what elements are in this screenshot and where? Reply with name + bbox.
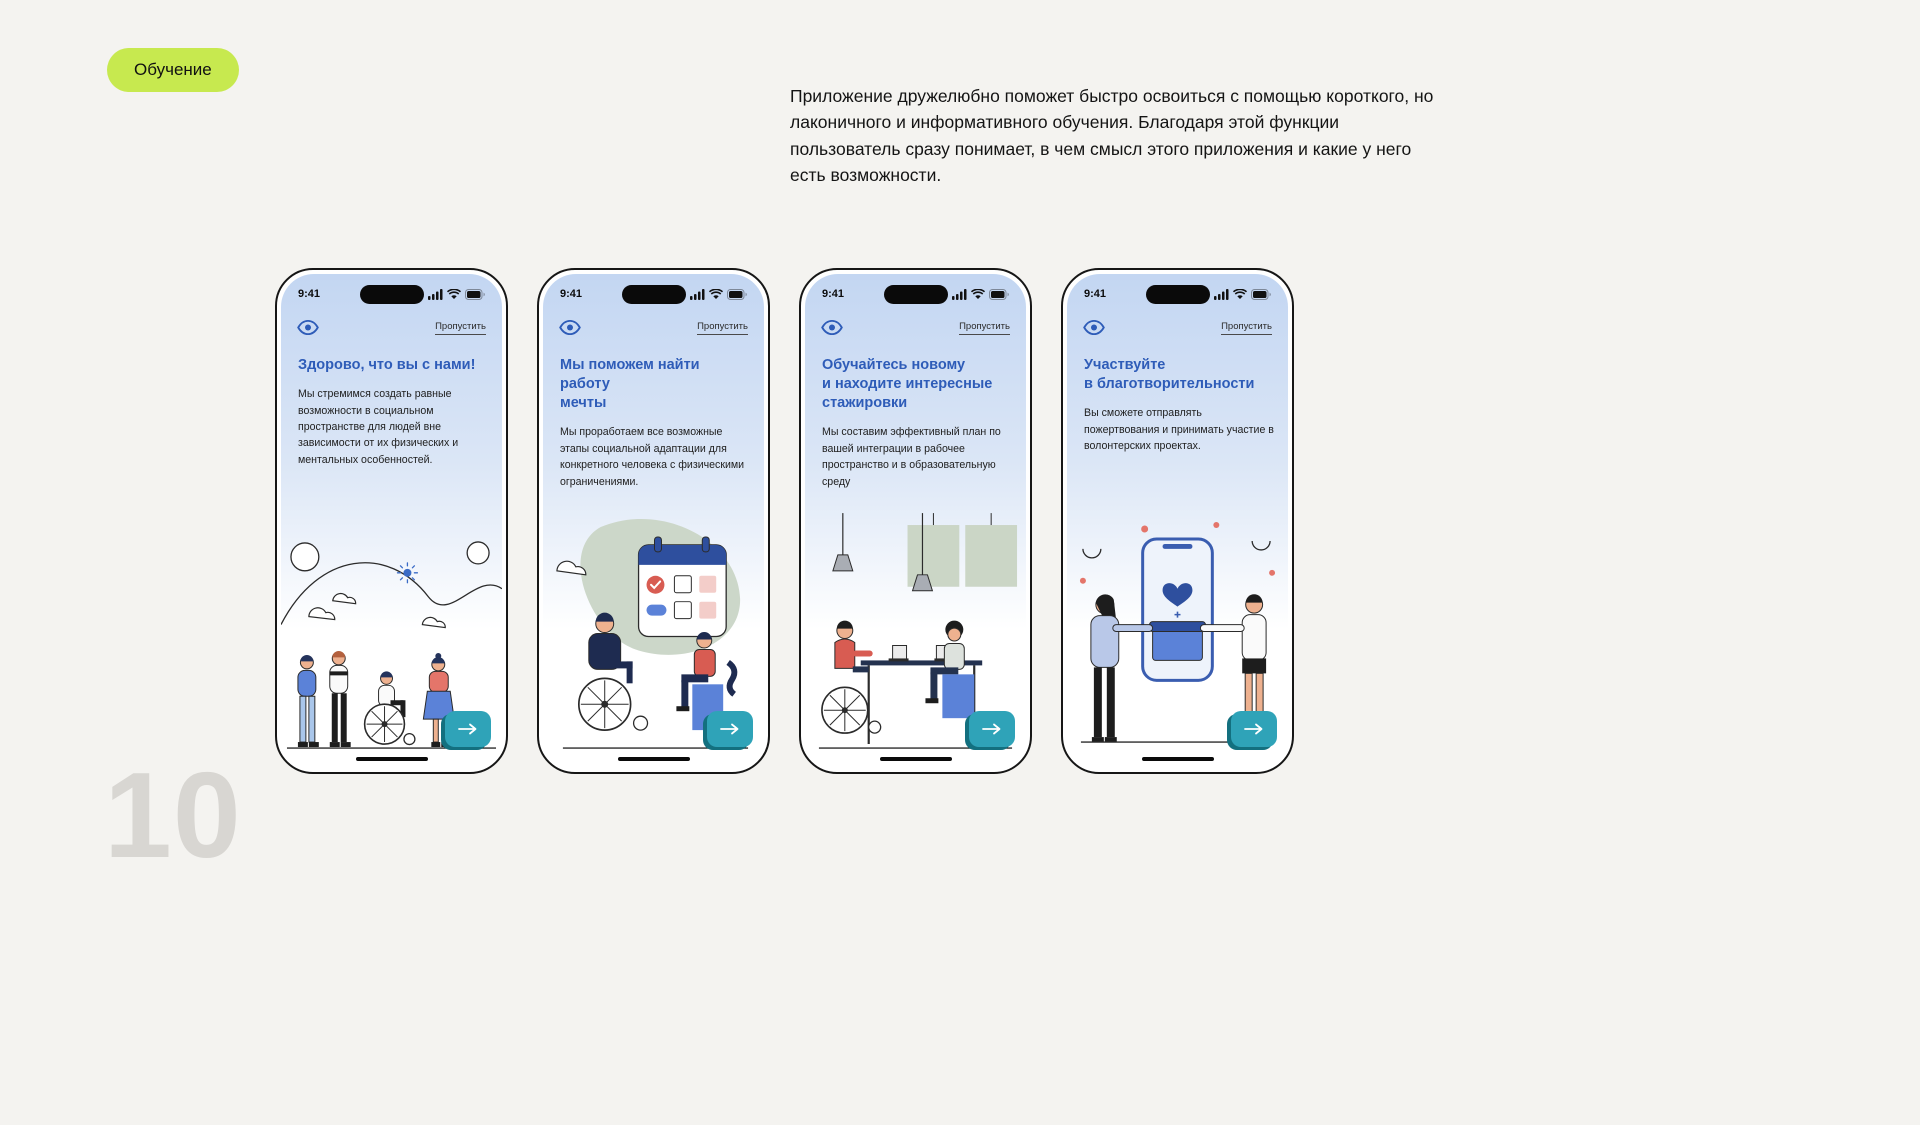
- signal-icon: [690, 288, 705, 300]
- eye-icon: [821, 320, 843, 335]
- status-bar: 9:41: [1067, 283, 1288, 305]
- onboarding-title: Мы поможем найти работу мечты: [560, 357, 700, 412]
- status-bar: 9:41: [281, 283, 502, 305]
- home-indicator: [879, 756, 952, 761]
- wifi-icon: [971, 288, 985, 299]
- next-button[interactable]: [445, 711, 491, 747]
- status-time: 9:41: [1084, 288, 1107, 300]
- onboarding-title: Обучайтесь новому и находите интересные …: [822, 357, 993, 412]
- signal-icon: [428, 288, 443, 300]
- onboarding-body: Мы стремимся создать равные возможности …: [298, 388, 459, 466]
- onboarding-content: Обучайтесь новому и находите интересные …: [822, 356, 1013, 490]
- phone-screen: 9:41 Пропустить Обучайтесь новому и нахо…: [805, 274, 1026, 768]
- section-badge: Обучение: [107, 48, 239, 92]
- next-button[interactable]: [1231, 711, 1277, 747]
- eye-icon: [1083, 320, 1105, 335]
- home-indicator: [617, 756, 690, 761]
- dynamic-island: [1145, 285, 1210, 304]
- skip-button[interactable]: Пропустить: [697, 321, 748, 335]
- dynamic-island: [883, 285, 948, 304]
- status-icons: [428, 288, 485, 300]
- onboarding-body: Вы сможете отправлять пожертвования и пр…: [1084, 407, 1274, 453]
- phone-mockup-1: 9:41 Пропустить Здорово, что вы с нами! …: [275, 268, 508, 774]
- status-bar: 9:41: [543, 283, 764, 305]
- eye-icon: [297, 320, 319, 335]
- top-bar: Пропустить: [281, 320, 502, 335]
- eye-icon: [559, 320, 581, 335]
- status-icons: [690, 288, 747, 300]
- skip-button[interactable]: Пропустить: [959, 321, 1010, 335]
- arrow-right-icon: [720, 723, 739, 735]
- skip-button[interactable]: Пропустить: [435, 321, 486, 335]
- section-description: Приложение дружелюбно поможет быстро осв…: [790, 86, 1434, 185]
- top-bar: Пропустить: [543, 320, 764, 335]
- status-time: 9:41: [822, 288, 845, 300]
- phone-screen: 9:41 Пропустить Участвуйте в благотворит…: [1067, 274, 1288, 768]
- status-bar: 9:41: [805, 283, 1026, 305]
- dynamic-island: [621, 285, 686, 304]
- status-icons: [1214, 288, 1271, 300]
- wifi-icon: [1233, 288, 1247, 299]
- top-bar: Пропустить: [1067, 320, 1288, 335]
- next-button[interactable]: [969, 711, 1015, 747]
- page-number: 10: [104, 747, 242, 883]
- phone-mockup-2: 9:41 Пропустить Мы поможем найти работу …: [537, 268, 770, 774]
- signal-icon: [1214, 288, 1229, 300]
- top-bar: Пропустить: [805, 320, 1026, 335]
- onboarding-content: Участвуйте в благотворительности Вы смож…: [1084, 356, 1275, 454]
- status-time: 9:41: [298, 288, 321, 300]
- arrow-right-icon: [458, 723, 477, 735]
- phone-mockup-3: 9:41 Пропустить Обучайтесь новому и нахо…: [799, 268, 1032, 774]
- status-icons: [952, 288, 1009, 300]
- signal-icon: [952, 288, 967, 300]
- battery-icon: [989, 288, 1009, 300]
- next-button[interactable]: [707, 711, 753, 747]
- status-time: 9:41: [560, 288, 583, 300]
- home-indicator: [1141, 756, 1214, 761]
- onboarding-body: Мы составим эффективный план по вашей ин…: [822, 426, 1001, 488]
- battery-icon: [727, 288, 747, 300]
- phones-row: 9:41 Пропустить Здорово, что вы с нами! …: [275, 268, 1294, 774]
- arrow-right-icon: [982, 723, 1001, 735]
- wifi-icon: [709, 288, 723, 299]
- phone-screen: 9:41 Пропустить Мы поможем найти работу …: [543, 274, 764, 768]
- battery-icon: [465, 288, 485, 300]
- illustration-community: [281, 512, 502, 754]
- battery-icon: [1251, 288, 1271, 300]
- dynamic-island: [359, 285, 424, 304]
- home-indicator: [355, 756, 428, 761]
- phone-screen: 9:41 Пропустить Здорово, что вы с нами! …: [281, 274, 502, 768]
- onboarding-content: Мы поможем найти работу мечты Мы прорабо…: [560, 356, 751, 490]
- onboarding-content: Здорово, что вы с нами! Мы стремимся соз…: [298, 356, 489, 468]
- phone-mockup-4: 9:41 Пропустить Участвуйте в благотворит…: [1061, 268, 1294, 774]
- wifi-icon: [447, 288, 461, 299]
- skip-button[interactable]: Пропустить: [1221, 321, 1272, 335]
- onboarding-title: Здорово, что вы с нами!: [298, 357, 476, 373]
- onboarding-body: Мы проработаем все возможные этапы социа…: [560, 426, 745, 488]
- illustration-workspace: [805, 512, 1026, 754]
- arrow-right-icon: [1244, 723, 1263, 735]
- onboarding-title: Участвуйте в благотворительности: [1084, 357, 1255, 393]
